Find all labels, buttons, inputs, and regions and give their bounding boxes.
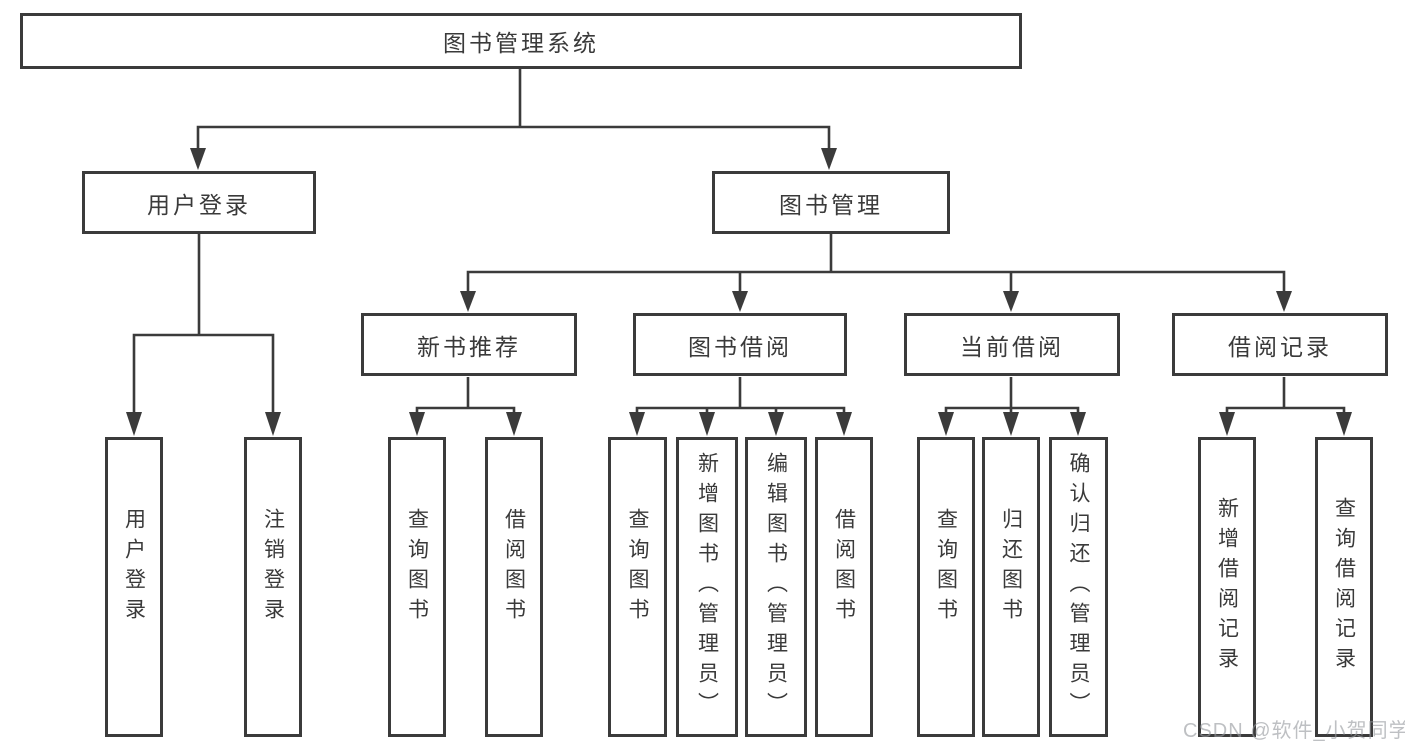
node-leaf-query-borrow-record: 查询借阅记录 [1315, 437, 1373, 737]
node-book-management: 图书管理 [712, 171, 950, 234]
node-leaf-recommend-borrow-books: 借阅图书 [485, 437, 543, 737]
node-book-borrow: 图书借阅 [633, 313, 847, 376]
node-leaf-return-books: 归还图书 [982, 437, 1040, 737]
node-leaf-add-books-admin: 新增图书（管理员） [676, 437, 738, 737]
node-leaf-borrow-query-books: 查询图书 [608, 437, 667, 737]
node-leaf-confirm-return-admin: 确认归还（管理员） [1049, 437, 1108, 737]
node-borrow-records: 借阅记录 [1172, 313, 1388, 376]
node-leaf-recommend-query-books: 查询图书 [388, 437, 446, 737]
node-leaf-current-query-books: 查询图书 [917, 437, 975, 737]
node-leaf-user-login: 用户登录 [105, 437, 163, 737]
arrowhead-icons [126, 148, 1352, 436]
node-root: 图书管理系统 [20, 13, 1022, 69]
node-leaf-add-borrow-record: 新增借阅记录 [1198, 437, 1256, 737]
node-leaf-borrow-books: 借阅图书 [815, 437, 873, 737]
node-leaf-edit-books-admin: 编辑图书（管理员） [745, 437, 807, 737]
node-user-login: 用户登录 [82, 171, 316, 234]
csdn-watermark: CSDN @软件_小贺同学 [1183, 720, 1405, 742]
node-leaf-logout: 注销登录 [244, 437, 302, 737]
node-current-borrow: 当前借阅 [904, 313, 1120, 376]
node-new-book-recommend: 新书推荐 [361, 313, 577, 376]
